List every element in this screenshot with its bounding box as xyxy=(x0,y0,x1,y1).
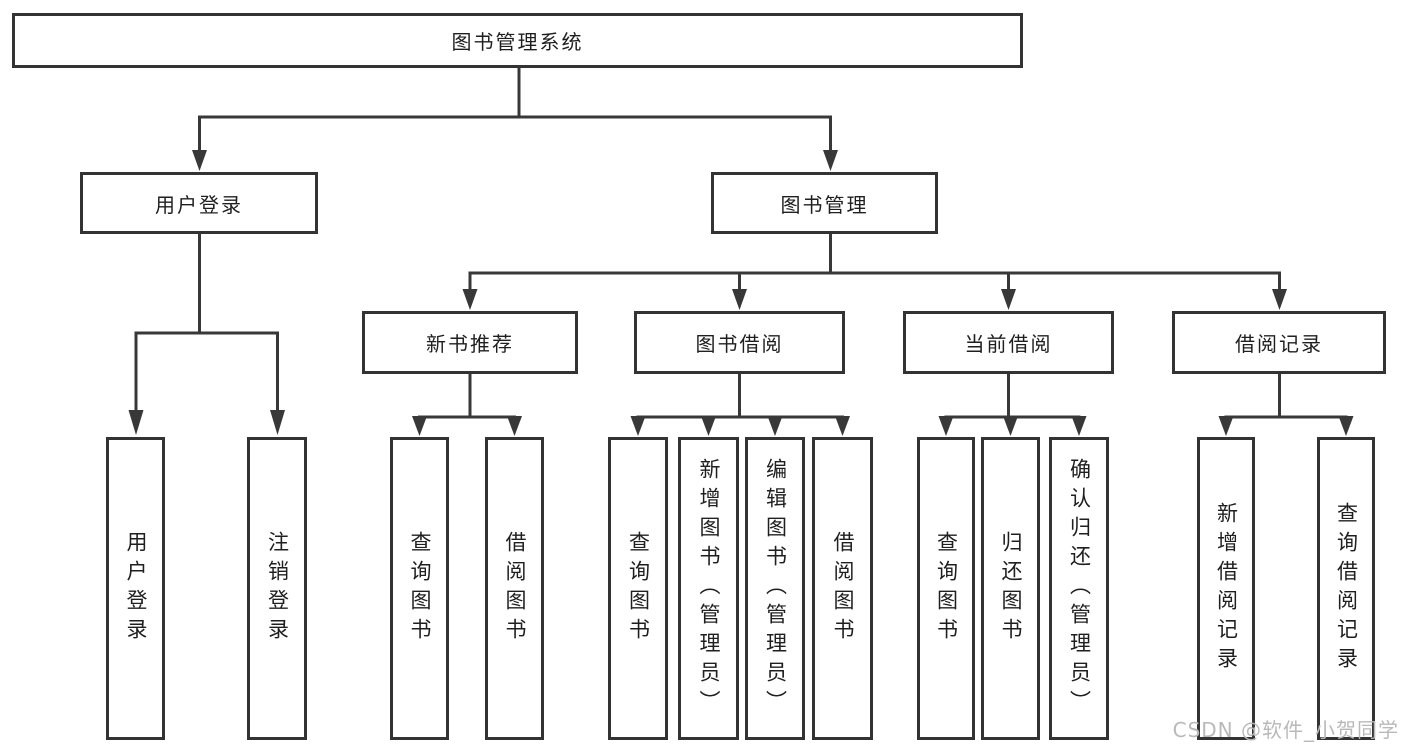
node-borrowing-edit-book-admin-label: 编辑图书（管理员） xyxy=(763,458,788,719)
node-book-borrowing: 图书借阅 xyxy=(634,311,845,374)
node-current-confirm-return-admin: 确认归还（管理员） xyxy=(1049,437,1109,740)
node-leaf-logout-label: 注销登录 xyxy=(265,530,290,647)
node-new-book-recommendation: 新书推荐 xyxy=(362,311,578,374)
node-root: 图书管理系统 xyxy=(12,13,1023,68)
node-records-query-record-label: 查询借阅记录 xyxy=(1334,501,1359,676)
node-borrowing-borrow-book-label: 借阅图书 xyxy=(831,530,855,647)
edge-newbookrec-to-leaves xyxy=(418,374,516,419)
node-records-add-record-label: 新增借阅记录 xyxy=(1214,501,1239,676)
node-records-add-record: 新增借阅记录 xyxy=(1197,437,1255,740)
node-current-borrowing: 当前借阅 xyxy=(903,311,1114,374)
node-borrowing-records-label: 借阅记录 xyxy=(1235,332,1323,356)
node-newbook-borrow-book: 借阅图书 xyxy=(485,437,544,740)
node-leaf-user-login: 用户登录 xyxy=(106,437,165,740)
node-borrowing-records: 借阅记录 xyxy=(1172,311,1386,374)
node-borrowing-query-book-label: 查询图书 xyxy=(626,530,651,647)
node-new-book-recommendation-label: 新书推荐 xyxy=(426,332,514,356)
node-borrowing-borrow-book: 借阅图书 xyxy=(812,437,873,740)
arrowheads xyxy=(128,150,1354,436)
node-current-borrowing-label: 当前借阅 xyxy=(964,332,1053,356)
edge-currentborrow-to-leaves xyxy=(944,374,1081,419)
node-leaf-logout: 注销登录 xyxy=(247,437,307,740)
node-borrowing-add-book-admin-label: 新增图书（管理员） xyxy=(697,458,721,719)
edge-borrowrecords-to-leaves xyxy=(1224,374,1348,419)
node-newbook-query-book: 查询图书 xyxy=(390,437,449,740)
node-current-confirm-return-admin-label: 确认归还（管理员） xyxy=(1067,458,1092,719)
node-book-management-label: 图书管理 xyxy=(780,192,869,217)
edge-root-to-level2 xyxy=(198,68,832,152)
node-borrowing-query-book: 查询图书 xyxy=(608,437,668,740)
node-book-borrowing-label: 图书借阅 xyxy=(695,332,784,356)
node-records-query-record: 查询借阅记录 xyxy=(1317,437,1375,740)
edge-bookborrow-to-leaves xyxy=(636,374,844,419)
node-borrowing-edit-book-admin: 编辑图书（管理员） xyxy=(745,437,805,740)
node-root-label: 图书管理系统 xyxy=(451,30,584,54)
node-borrowing-add-book-admin: 新增图书（管理员） xyxy=(678,437,739,740)
node-book-management: 图书管理 xyxy=(711,172,938,234)
node-current-query-book: 查询图书 xyxy=(917,437,975,740)
node-current-return-book-label: 归还图书 xyxy=(999,530,1023,647)
edge-bookmgmt-to-level3 xyxy=(468,234,1281,291)
node-newbook-query-book-label: 查询图书 xyxy=(408,530,432,647)
edge-userlogin-to-leaves xyxy=(134,234,279,412)
node-user-login: 用户登录 xyxy=(80,172,318,234)
node-newbook-borrow-book-label: 借阅图书 xyxy=(503,530,527,647)
node-user-login-label: 用户登录 xyxy=(155,192,243,217)
node-current-return-book: 归还图书 xyxy=(981,437,1040,740)
node-leaf-user-login-label: 用户登录 xyxy=(124,530,148,647)
node-current-query-book-label: 查询图书 xyxy=(934,530,959,647)
csdn-watermark: CSDN @软件_小贺同学 xyxy=(1172,718,1399,742)
